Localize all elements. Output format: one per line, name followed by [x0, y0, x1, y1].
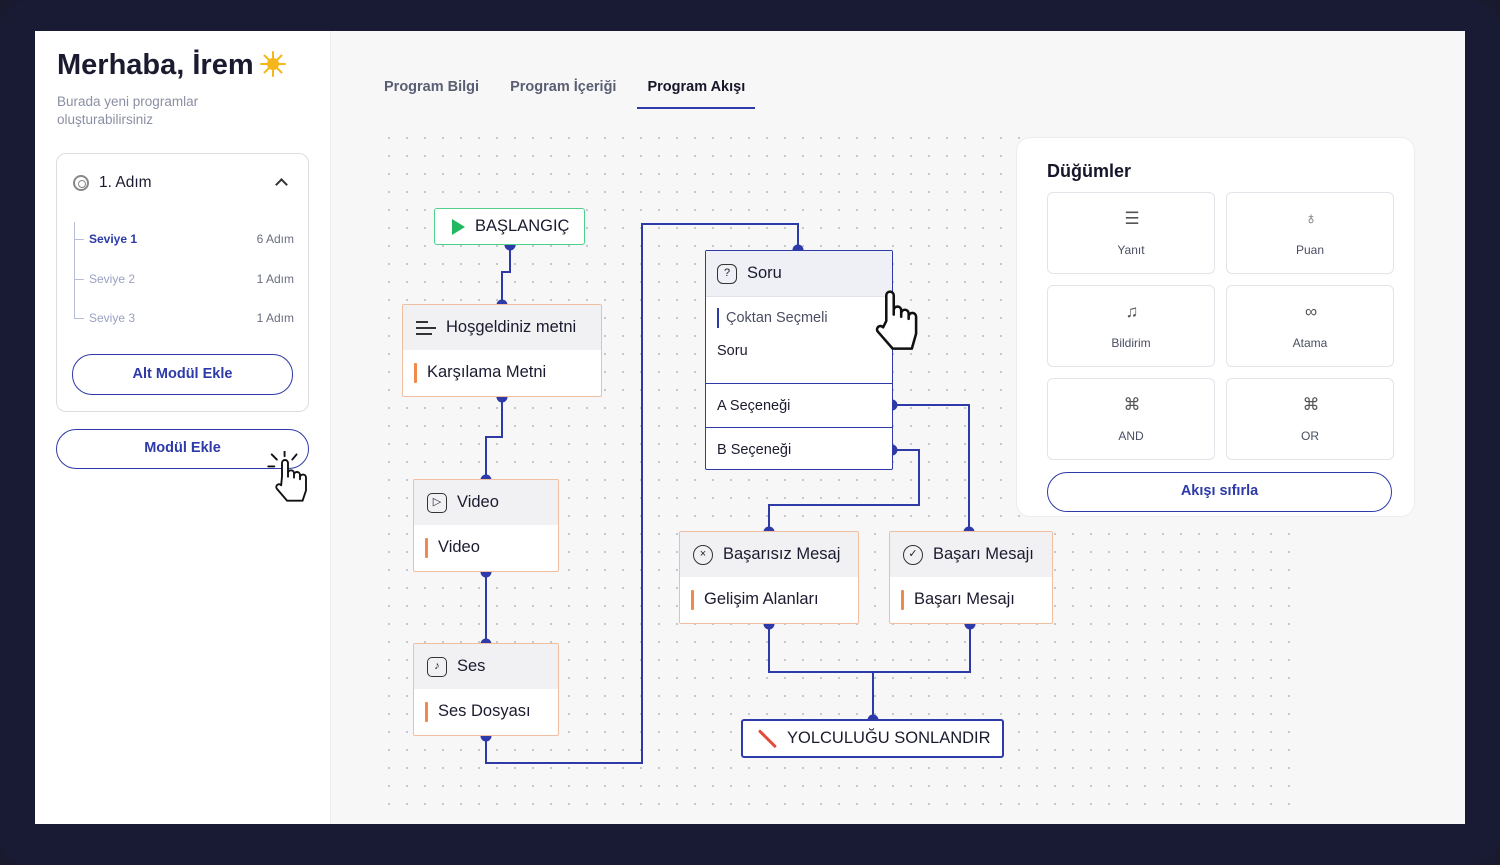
question-node[interactable]: ? Soru Çoktan Seçmeli Soru A Seçeneği B …	[705, 250, 893, 470]
step-title: 1. Adım	[99, 174, 152, 191]
level-name: Seviye 1	[89, 232, 138, 246]
start-node[interactable]: BAŞLANGIÇ	[434, 208, 585, 245]
node-content: Karşılama Metni	[427, 363, 547, 381]
music-note-icon: ♪	[427, 656, 447, 677]
command-icon: ⌘	[1123, 395, 1141, 414]
video-node[interactable]: ▷ Video Video	[413, 479, 559, 572]
question-bubble-icon: ?	[717, 263, 737, 284]
success-message-node[interactable]: ✓ Başarı Mesajı Başarı Mesajı	[889, 531, 1053, 624]
link-icon: ∞	[1304, 302, 1318, 321]
question-type-label: Çoktan Seçmeli	[726, 310, 828, 326]
end-journey-icon	[757, 729, 777, 749]
tile-label: Atama	[1292, 336, 1328, 350]
node-body: Ses Dosyası	[414, 689, 558, 734]
node-header: ✓ Başarı Mesajı	[890, 532, 1052, 577]
tile-label: OR	[1301, 429, 1319, 443]
node-header: ? Soru	[706, 251, 892, 297]
tile-label: Puan	[1295, 243, 1325, 257]
audio-node[interactable]: ♪ Ses Ses Dosyası	[413, 643, 559, 736]
level-item-1[interactable]: Seviye 1 6 Adım	[74, 229, 294, 249]
level-name: Seviye 3	[89, 311, 136, 325]
node-title: Ses	[457, 657, 486, 675]
greeting-subtitle: Burada yeni programlar oluşturabilirsini…	[57, 94, 199, 127]
node-body: Başarı Mesajı	[890, 577, 1052, 622]
node-content: Gelişim Alanları	[704, 590, 819, 608]
tile-label: Yanıt	[1117, 243, 1145, 257]
node-header: Hoşgeldiniz metni	[403, 305, 601, 350]
node-tile-and[interactable]: ⌘ AND	[1047, 378, 1215, 460]
bell-icon: ♫	[1125, 302, 1139, 321]
level-count: 1 Adım	[256, 311, 294, 325]
node-content: Video	[438, 538, 480, 556]
add-submodule-button[interactable]: Alt Modül Ekle	[72, 354, 293, 395]
text-lines-icon	[416, 320, 436, 335]
sun-icon	[259, 51, 286, 77]
welcome-node[interactable]: Hoşgeldiniz metni Karşılama Metni	[402, 304, 602, 397]
tab-program-content[interactable]: Program İçeriği	[510, 79, 617, 95]
add-module-button[interactable]: Modül Ekle	[56, 429, 309, 469]
tile-label: Bildirim	[1111, 336, 1151, 350]
play-icon: ▷	[427, 492, 447, 513]
end-node[interactable]: YOLCULUĞU SONLANDIR	[741, 719, 1004, 758]
tab-program-info[interactable]: Program Bilgi	[384, 79, 480, 95]
tree-line	[74, 222, 75, 319]
level-item-2[interactable]: Seviye 2 1 Adım	[74, 269, 294, 289]
node-tile-score[interactable]: ♁ Puan	[1226, 192, 1394, 274]
node-content: Ses Dosyası	[438, 702, 531, 720]
node-tile-answer[interactable]: ☰ Yanıt	[1047, 192, 1215, 274]
node-header: × Başarısız Mesaj	[680, 532, 858, 577]
reset-flow-button[interactable]: Akışı sıfırla	[1047, 472, 1392, 512]
node-title: Başarı Mesajı	[933, 545, 1034, 563]
level-count: 6 Adım	[256, 232, 294, 246]
level-name: Seviye 2	[89, 272, 136, 286]
panel-title: Düğümler	[1047, 161, 1132, 181]
node-content: Başarı Mesajı	[914, 590, 1015, 608]
fail-message-node[interactable]: × Başarısız Mesaj Gelişim Alanları	[679, 531, 859, 624]
app-screen: Merhaba, İrem Burada yeni programlar olu…	[35, 31, 1465, 824]
node-tile-assignment[interactable]: ∞ Atama	[1226, 285, 1394, 367]
pointer-click-icon	[267, 451, 307, 502]
level-count: 1 Adım	[256, 272, 294, 286]
option-b[interactable]: B Seçeneği	[706, 427, 892, 471]
level-item-3[interactable]: Seviye 3 1 Adım	[74, 308, 294, 328]
node-header: ▷ Video	[414, 480, 558, 525]
node-body: Video	[414, 525, 558, 570]
node-title: Başarısız Mesaj	[723, 545, 841, 563]
chevron-up-icon[interactable]	[275, 178, 288, 191]
node-header: ♪ Ses	[414, 644, 558, 689]
step-card: 1. Adım Seviye 1 6 Adım Seviye 2 1 Adım …	[56, 153, 309, 412]
gear-icon	[73, 175, 89, 191]
question-type: Çoktan Seçmeli	[717, 308, 828, 328]
node-title: Soru	[747, 264, 782, 282]
question-label: Soru	[717, 343, 748, 359]
step-header[interactable]: 1. Adım	[73, 174, 152, 192]
node-title: Video	[457, 493, 499, 511]
node-body: Gelişim Alanları	[680, 577, 858, 622]
shield-check-icon: ✓	[903, 544, 923, 565]
command-icon: ⌘	[1302, 395, 1320, 414]
flag-icon	[452, 218, 465, 235]
greeting-text: Merhaba, İrem	[57, 49, 254, 81]
tabs: Program Bilgi Program İçeriği Program Ak…	[384, 79, 776, 109]
sidebar: Merhaba, İrem Burada yeni programlar olu…	[35, 31, 331, 824]
pointer-hand-icon	[875, 290, 918, 350]
option-a[interactable]: A Seçeneği	[706, 383, 892, 427]
tab-program-flow[interactable]: Program Akışı	[637, 79, 755, 109]
nodes-panel: Düğümler ☰ Yanıt ♁ Puan ♫ Bildirim ∞ Ata…	[1016, 137, 1415, 517]
node-title: Hoşgeldiniz metni	[446, 318, 577, 336]
badge-icon: ♁	[1304, 209, 1318, 228]
shield-x-icon: ×	[693, 544, 713, 565]
answer-icon: ☰	[1124, 209, 1140, 228]
node-body: Karşılama Metni	[403, 350, 601, 395]
greeting-title: Merhaba, İrem	[57, 49, 286, 82]
start-label: BAŞLANGIÇ	[475, 217, 570, 235]
end-label: YOLCULUĞU SONLANDIR	[787, 729, 991, 747]
tile-label: AND	[1118, 429, 1144, 443]
node-tile-notification[interactable]: ♫ Bildirim	[1047, 285, 1215, 367]
node-tile-or[interactable]: ⌘ OR	[1226, 378, 1394, 460]
